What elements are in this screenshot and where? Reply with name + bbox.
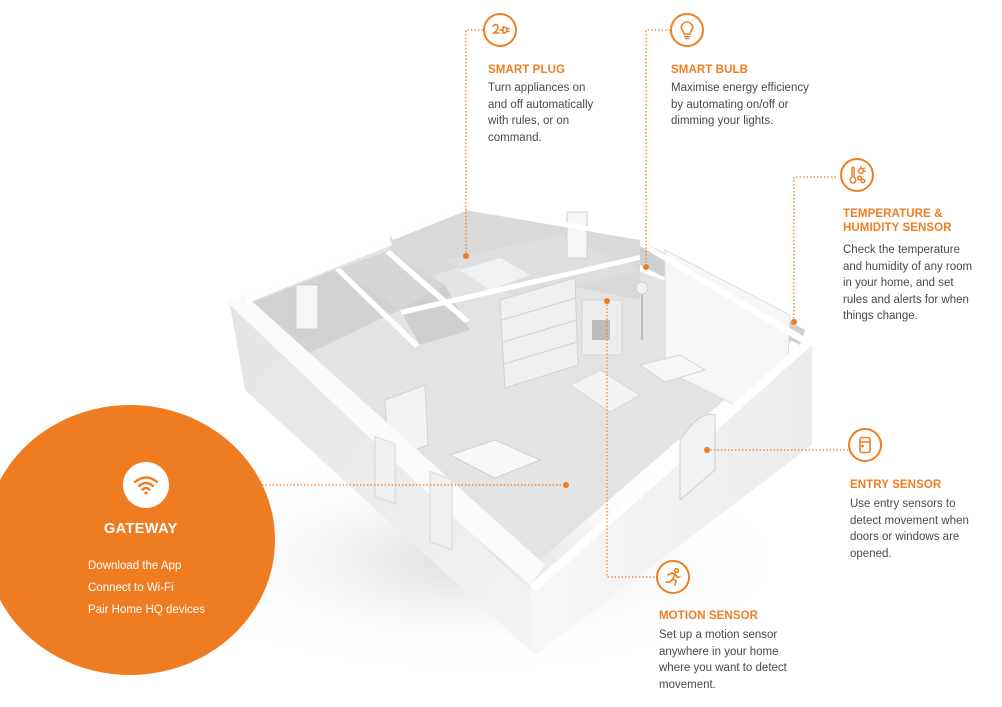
gateway-step: Connect to Wi-Fi — [88, 582, 174, 594]
entry-sensor-title: ENTRY SENSOR — [850, 479, 942, 491]
smart-bulb-title: SMART BULB — [671, 64, 749, 76]
motion-sensor-title: MOTION SENSOR — [659, 610, 759, 622]
wifi-icon — [123, 462, 169, 508]
gateway-circle — [0, 405, 275, 675]
running-person-icon — [656, 560, 690, 594]
temperature-sensor-location-dot — [791, 319, 797, 325]
thermometer-icon — [840, 158, 874, 192]
smart-bulb-location-dot — [643, 264, 649, 270]
motion-sensor-description: Set up a motion sensor anywhere in your … — [659, 629, 787, 691]
entry-sensor-location-dot — [704, 447, 710, 453]
gateway-location-dot — [563, 482, 569, 488]
motion-sensor-location-dot — [604, 298, 610, 304]
gateway-step: Pair Home HQ devices — [88, 604, 205, 616]
gateway-step: Download the App — [88, 560, 182, 572]
temperature-humidity-sensor-title: TEMPERATURE & HUMIDITY SENSOR — [843, 208, 952, 234]
gateway-title: GATEWAY — [104, 521, 178, 537]
plug-icon — [483, 13, 517, 47]
entry-sensor-description: Use entry sensors to detect movement whe… — [850, 498, 969, 560]
temperature-humidity-sensor-description: Check the temperature and humidity of an… — [843, 244, 973, 322]
smart-plug-location-dot — [463, 253, 469, 259]
smart-plug-description: Turn appliances on and off automatically… — [488, 82, 594, 144]
door-sensor-icon — [848, 428, 882, 462]
lightbulb-icon — [670, 13, 704, 47]
gateway-steps: Download the App Connect to Wi-Fi Pair H… — [88, 555, 205, 621]
smart-plug-title: SMART PLUG — [488, 64, 566, 76]
smart-bulb-description: Maximise energy efficiency by automating… — [671, 82, 809, 127]
